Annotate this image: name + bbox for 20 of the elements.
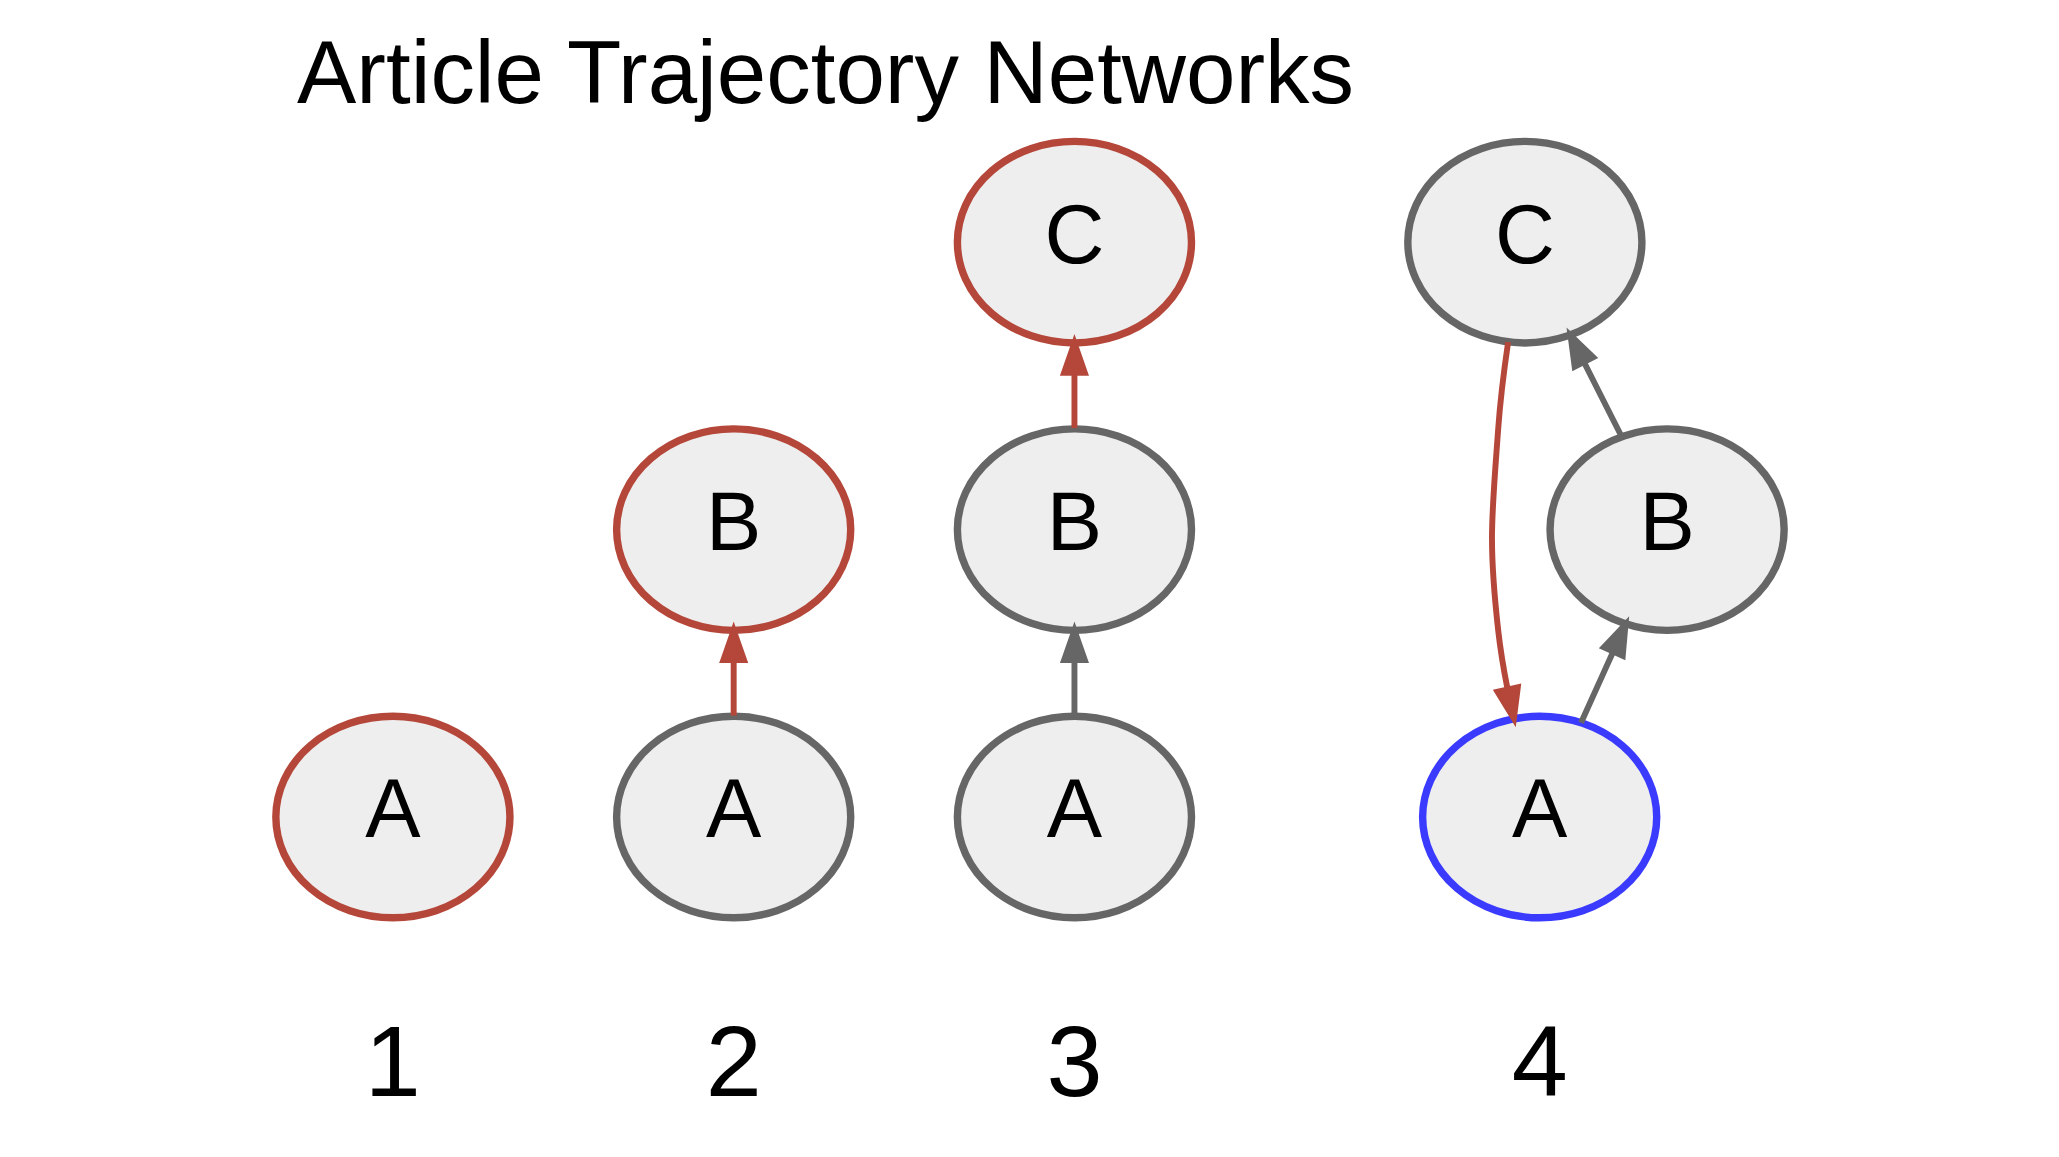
arrow <box>1059 621 1089 716</box>
label: 2 <box>705 1005 762 1118</box>
arrow <box>1059 334 1089 429</box>
node-ellipse: A <box>1418 712 1660 922</box>
arrow <box>1488 341 1521 728</box>
arrow <box>1577 616 1629 724</box>
arrow <box>1566 327 1624 438</box>
node-ellipse: A <box>953 712 1195 922</box>
diagram-title: Article Trajectory Networks <box>296 22 1354 122</box>
node-ellipse: B <box>953 425 1195 635</box>
node-ellipse: C <box>1403 137 1646 347</box>
label: 1 <box>364 1005 421 1118</box>
node-ellipse: B <box>612 425 854 635</box>
node-ellipse: A <box>271 712 514 922</box>
label: 3 <box>1045 1005 1102 1118</box>
label: 4 <box>1511 1005 1568 1118</box>
node-ellipse: C <box>953 137 1195 347</box>
arrow <box>718 621 748 716</box>
node-ellipse: A <box>612 712 854 922</box>
node-ellipse: B <box>1545 425 1788 635</box>
